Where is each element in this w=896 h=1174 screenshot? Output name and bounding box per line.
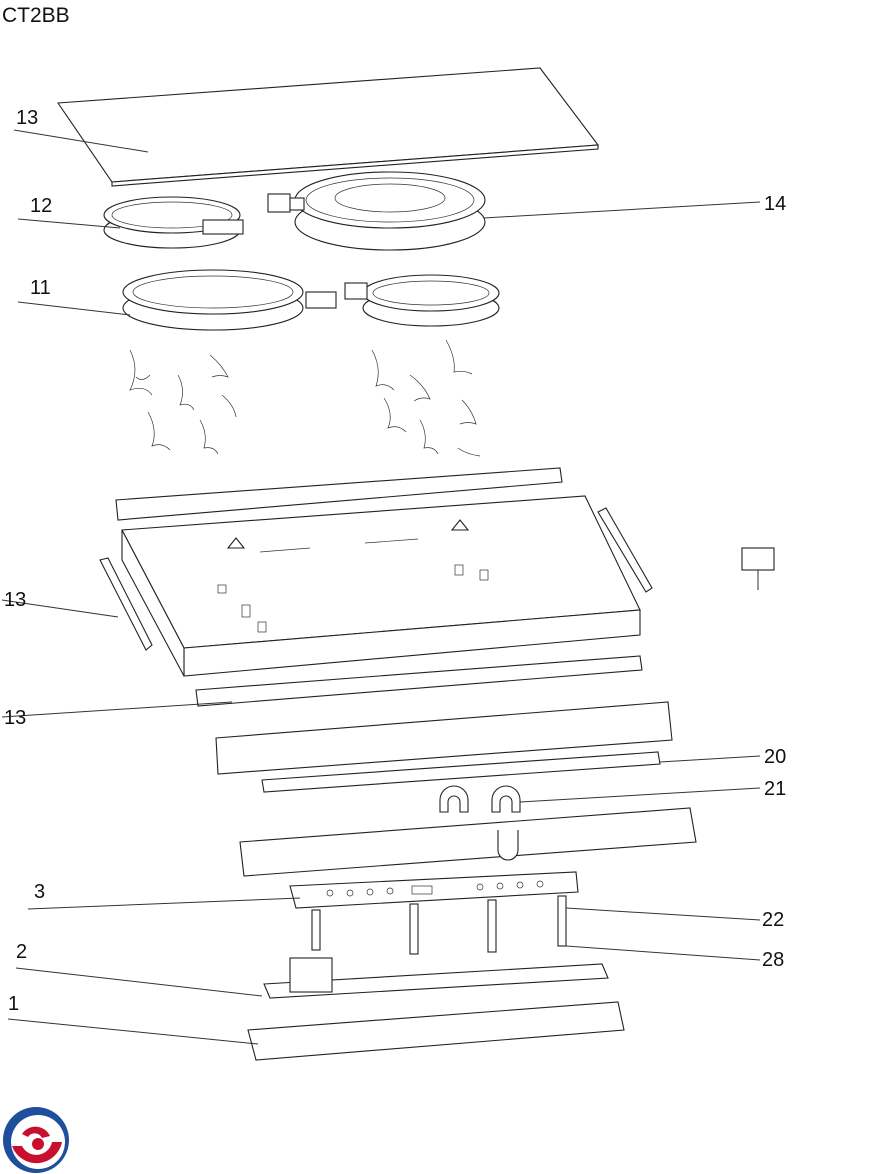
right-side-rail [597,507,653,593]
large-heating-element [267,171,486,251]
medium-heating-element [122,269,337,331]
brand-logo [3,1107,69,1173]
control-board [289,871,579,909]
part-label-13-side: 13 [4,589,26,611]
spring-clips [129,339,481,457]
diagram-title: CT2BB [2,4,70,27]
power-board [263,957,609,999]
small-heating-element-rear [103,196,244,249]
u-clips [439,785,521,813]
gasket-strip [261,751,661,793]
part-label-1: 1 [8,993,19,1015]
leader-lines [1,129,761,1045]
part-label-11: 11 [30,277,51,299]
bottom-panel [247,1001,625,1061]
left-side-rail [99,557,153,651]
glass-top-plate [57,67,600,187]
part-label-22: 22 [762,909,784,931]
front-strip [195,655,643,707]
bottom-tray [121,495,641,677]
rear-strip [115,467,563,521]
lower-frame [239,807,697,877]
part-label-13-glass: 13 [16,107,38,129]
bracket-part [741,547,775,590]
part-label-13-front: 13 [4,707,26,729]
part-label-28: 28 [762,949,784,971]
part-labels: 13 12 11 13 13 14 20 21 3 22 2 28 1 [4,107,786,1015]
part-label-14: 14 [764,193,786,215]
part-label-12: 12 [30,195,52,217]
part-label-3: 3 [34,881,45,903]
knob-shafts [311,895,567,955]
control-panel-frame [215,701,673,775]
part-label-20: 20 [764,746,786,768]
small-heating-element-front [344,274,500,327]
part-label-21: 21 [764,778,786,800]
part-label-2: 2 [16,941,27,963]
